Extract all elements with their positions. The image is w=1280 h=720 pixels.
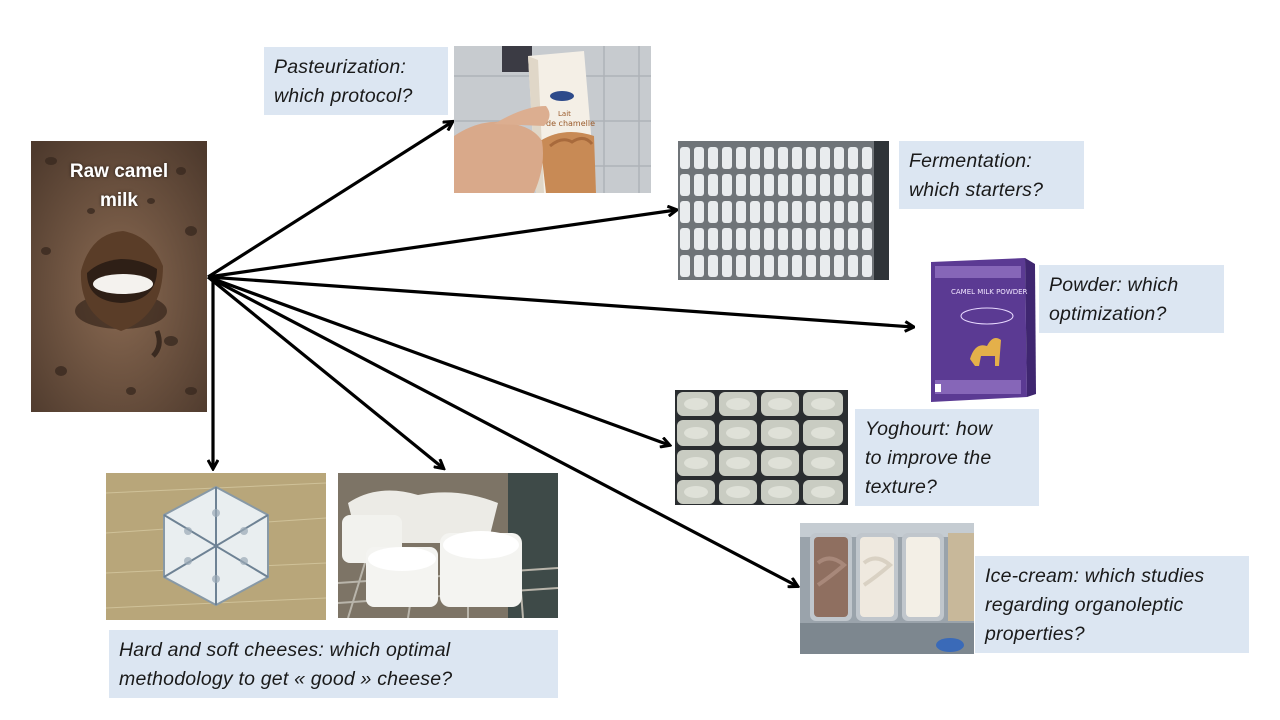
- arrow-to-soft-cheese: [206, 275, 443, 468]
- svg-text:Lait: Lait: [558, 110, 571, 118]
- cheeses-question: Hard and soft cheeses: which optimal met…: [109, 630, 558, 698]
- milk-carton-photo: Lait de chamelle: [454, 46, 651, 193]
- svg-text:de chamelle: de chamelle: [546, 119, 595, 128]
- hard-cheese-photo: [106, 473, 326, 620]
- soft-cheese-photo: [338, 473, 558, 618]
- ice-cream-tubs-photo: [800, 523, 974, 654]
- ice-cream-question: Ice-cream: which studies regarding organ…: [975, 556, 1249, 653]
- powder-question: Powder: which optimization?: [1039, 265, 1224, 333]
- arrow-to-powder: [207, 275, 913, 327]
- arrow-to-fermentation: [207, 210, 676, 279]
- yoghourt-question: Yoghourt: how to improve the texture?: [855, 409, 1039, 506]
- camel-milk-powder-box-photo: CAMEL MILK POWDER: [915, 254, 1053, 411]
- fermentation-question: Fermentation: which starters?: [899, 141, 1084, 209]
- pasteurization-question: Pasteurization: which protocol?: [264, 47, 448, 115]
- arrow-to-pasteurization: [207, 122, 452, 279]
- arrow-to-ice-cream: [207, 275, 797, 586]
- fermented-milk-bottles-photo: [678, 141, 889, 280]
- arrow-to-yoghourt: [207, 275, 669, 445]
- svg-text:CAMEL MILK POWDER: CAMEL MILK POWDER: [951, 288, 1028, 296]
- raw-camel-milk-label: Raw camel milk: [69, 161, 169, 211]
- yoghourt-cups-photo: [675, 390, 848, 505]
- raw-camel-milk-photo: Raw camel milk: [31, 141, 207, 412]
